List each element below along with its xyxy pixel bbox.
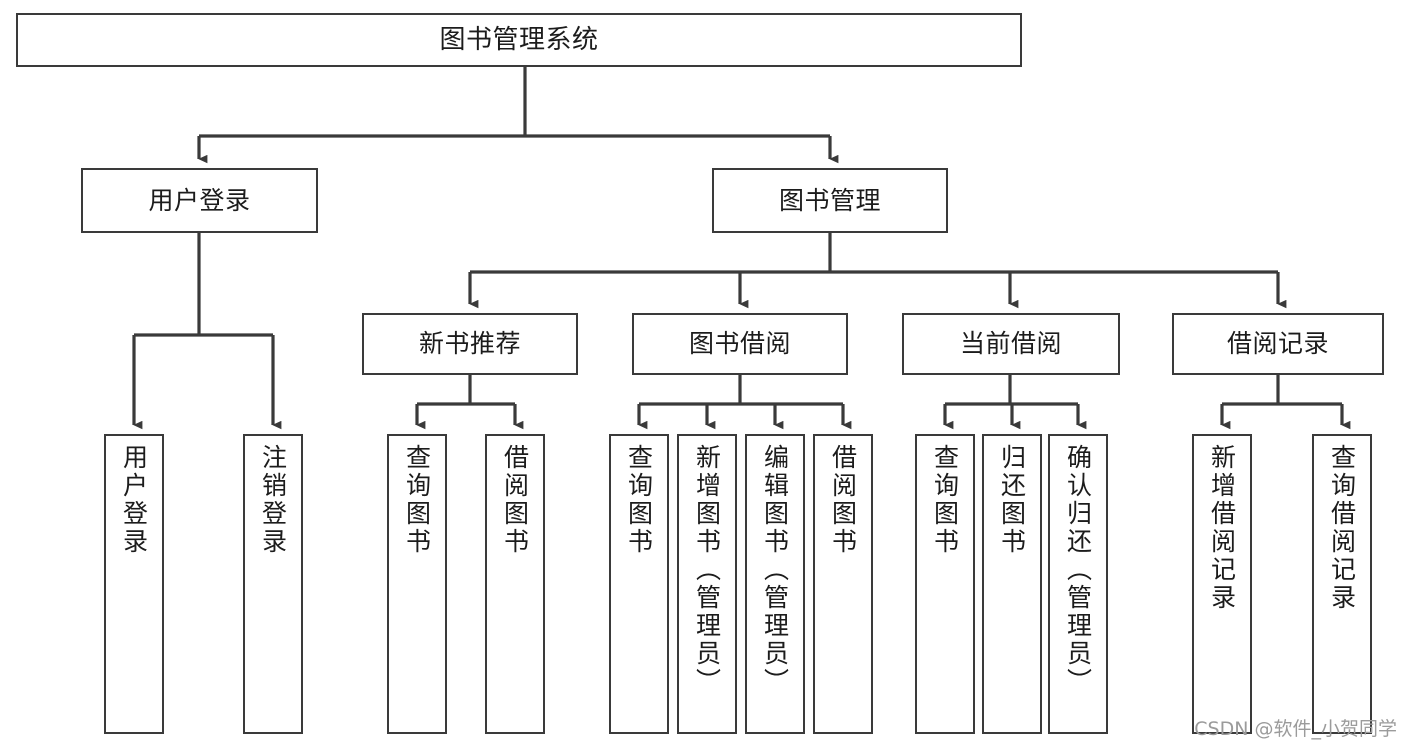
leaf-book-borrow-add-book-admin[interactable]: 新增图书（管理员） — [677, 434, 737, 734]
leaf-new-book-borrow-book[interactable]: 借阅图书 — [485, 434, 545, 734]
csdn-watermark: CSDN @软件_小贺同学 — [1194, 718, 1397, 740]
node-label: 注销登录 — [258, 444, 288, 556]
leaf-book-borrow-borrow-book[interactable]: 借阅图书 — [813, 434, 873, 734]
leaf-book-borrow-edit-book-admin[interactable]: 编辑图书（管理员） — [745, 434, 805, 734]
node-user-login[interactable]: 用户登录 — [81, 168, 318, 233]
node-label: 用户登录 — [119, 444, 149, 556]
node-label: 用户登录 — [148, 185, 251, 215]
node-label: 新书推荐 — [418, 329, 521, 359]
node-label: 图书管理系统 — [439, 24, 599, 55]
node-book-management[interactable]: 图书管理 — [712, 168, 948, 233]
node-label: 新增图书（管理员） — [692, 444, 722, 696]
node-label: 借阅记录 — [1226, 329, 1329, 359]
leaf-current-borrow-confirm-return-admin[interactable]: 确认归还（管理员） — [1048, 434, 1108, 734]
leaf-user-login[interactable]: 用户登录 — [104, 434, 164, 734]
node-label: 查询图书 — [930, 444, 960, 556]
node-root-book-management-system[interactable]: 图书管理系统 — [16, 13, 1022, 67]
leaf-logout[interactable]: 注销登录 — [243, 434, 303, 734]
node-label: 图书借阅 — [688, 329, 791, 359]
node-label: 借阅图书 — [828, 444, 858, 556]
node-book-borrow[interactable]: 图书借阅 — [632, 313, 848, 375]
node-label: 查询借阅记录 — [1327, 444, 1357, 612]
node-label: 图书管理 — [778, 185, 881, 215]
node-label: 借阅图书 — [500, 444, 530, 556]
node-borrow-record[interactable]: 借阅记录 — [1172, 313, 1384, 375]
node-label: 查询图书 — [402, 444, 432, 556]
leaf-new-book-query-book[interactable]: 查询图书 — [387, 434, 447, 734]
node-label: 归还图书 — [997, 444, 1027, 556]
leaf-book-borrow-query-book[interactable]: 查询图书 — [609, 434, 669, 734]
node-label: 新增借阅记录 — [1207, 444, 1237, 612]
leaf-current-borrow-query-book[interactable]: 查询图书 — [915, 434, 975, 734]
node-label: 确认归还（管理员） — [1063, 444, 1093, 696]
leaf-borrow-record-query-record[interactable]: 查询借阅记录 — [1312, 434, 1372, 734]
leaf-borrow-record-add-record[interactable]: 新增借阅记录 — [1192, 434, 1252, 734]
node-new-book-recommend[interactable]: 新书推荐 — [362, 313, 578, 375]
leaf-current-borrow-return-book[interactable]: 归还图书 — [982, 434, 1042, 734]
node-label: 查询图书 — [624, 444, 654, 556]
node-current-borrow[interactable]: 当前借阅 — [902, 313, 1120, 375]
node-label: 当前借阅 — [959, 329, 1062, 359]
node-label: 编辑图书（管理员） — [760, 444, 790, 696]
